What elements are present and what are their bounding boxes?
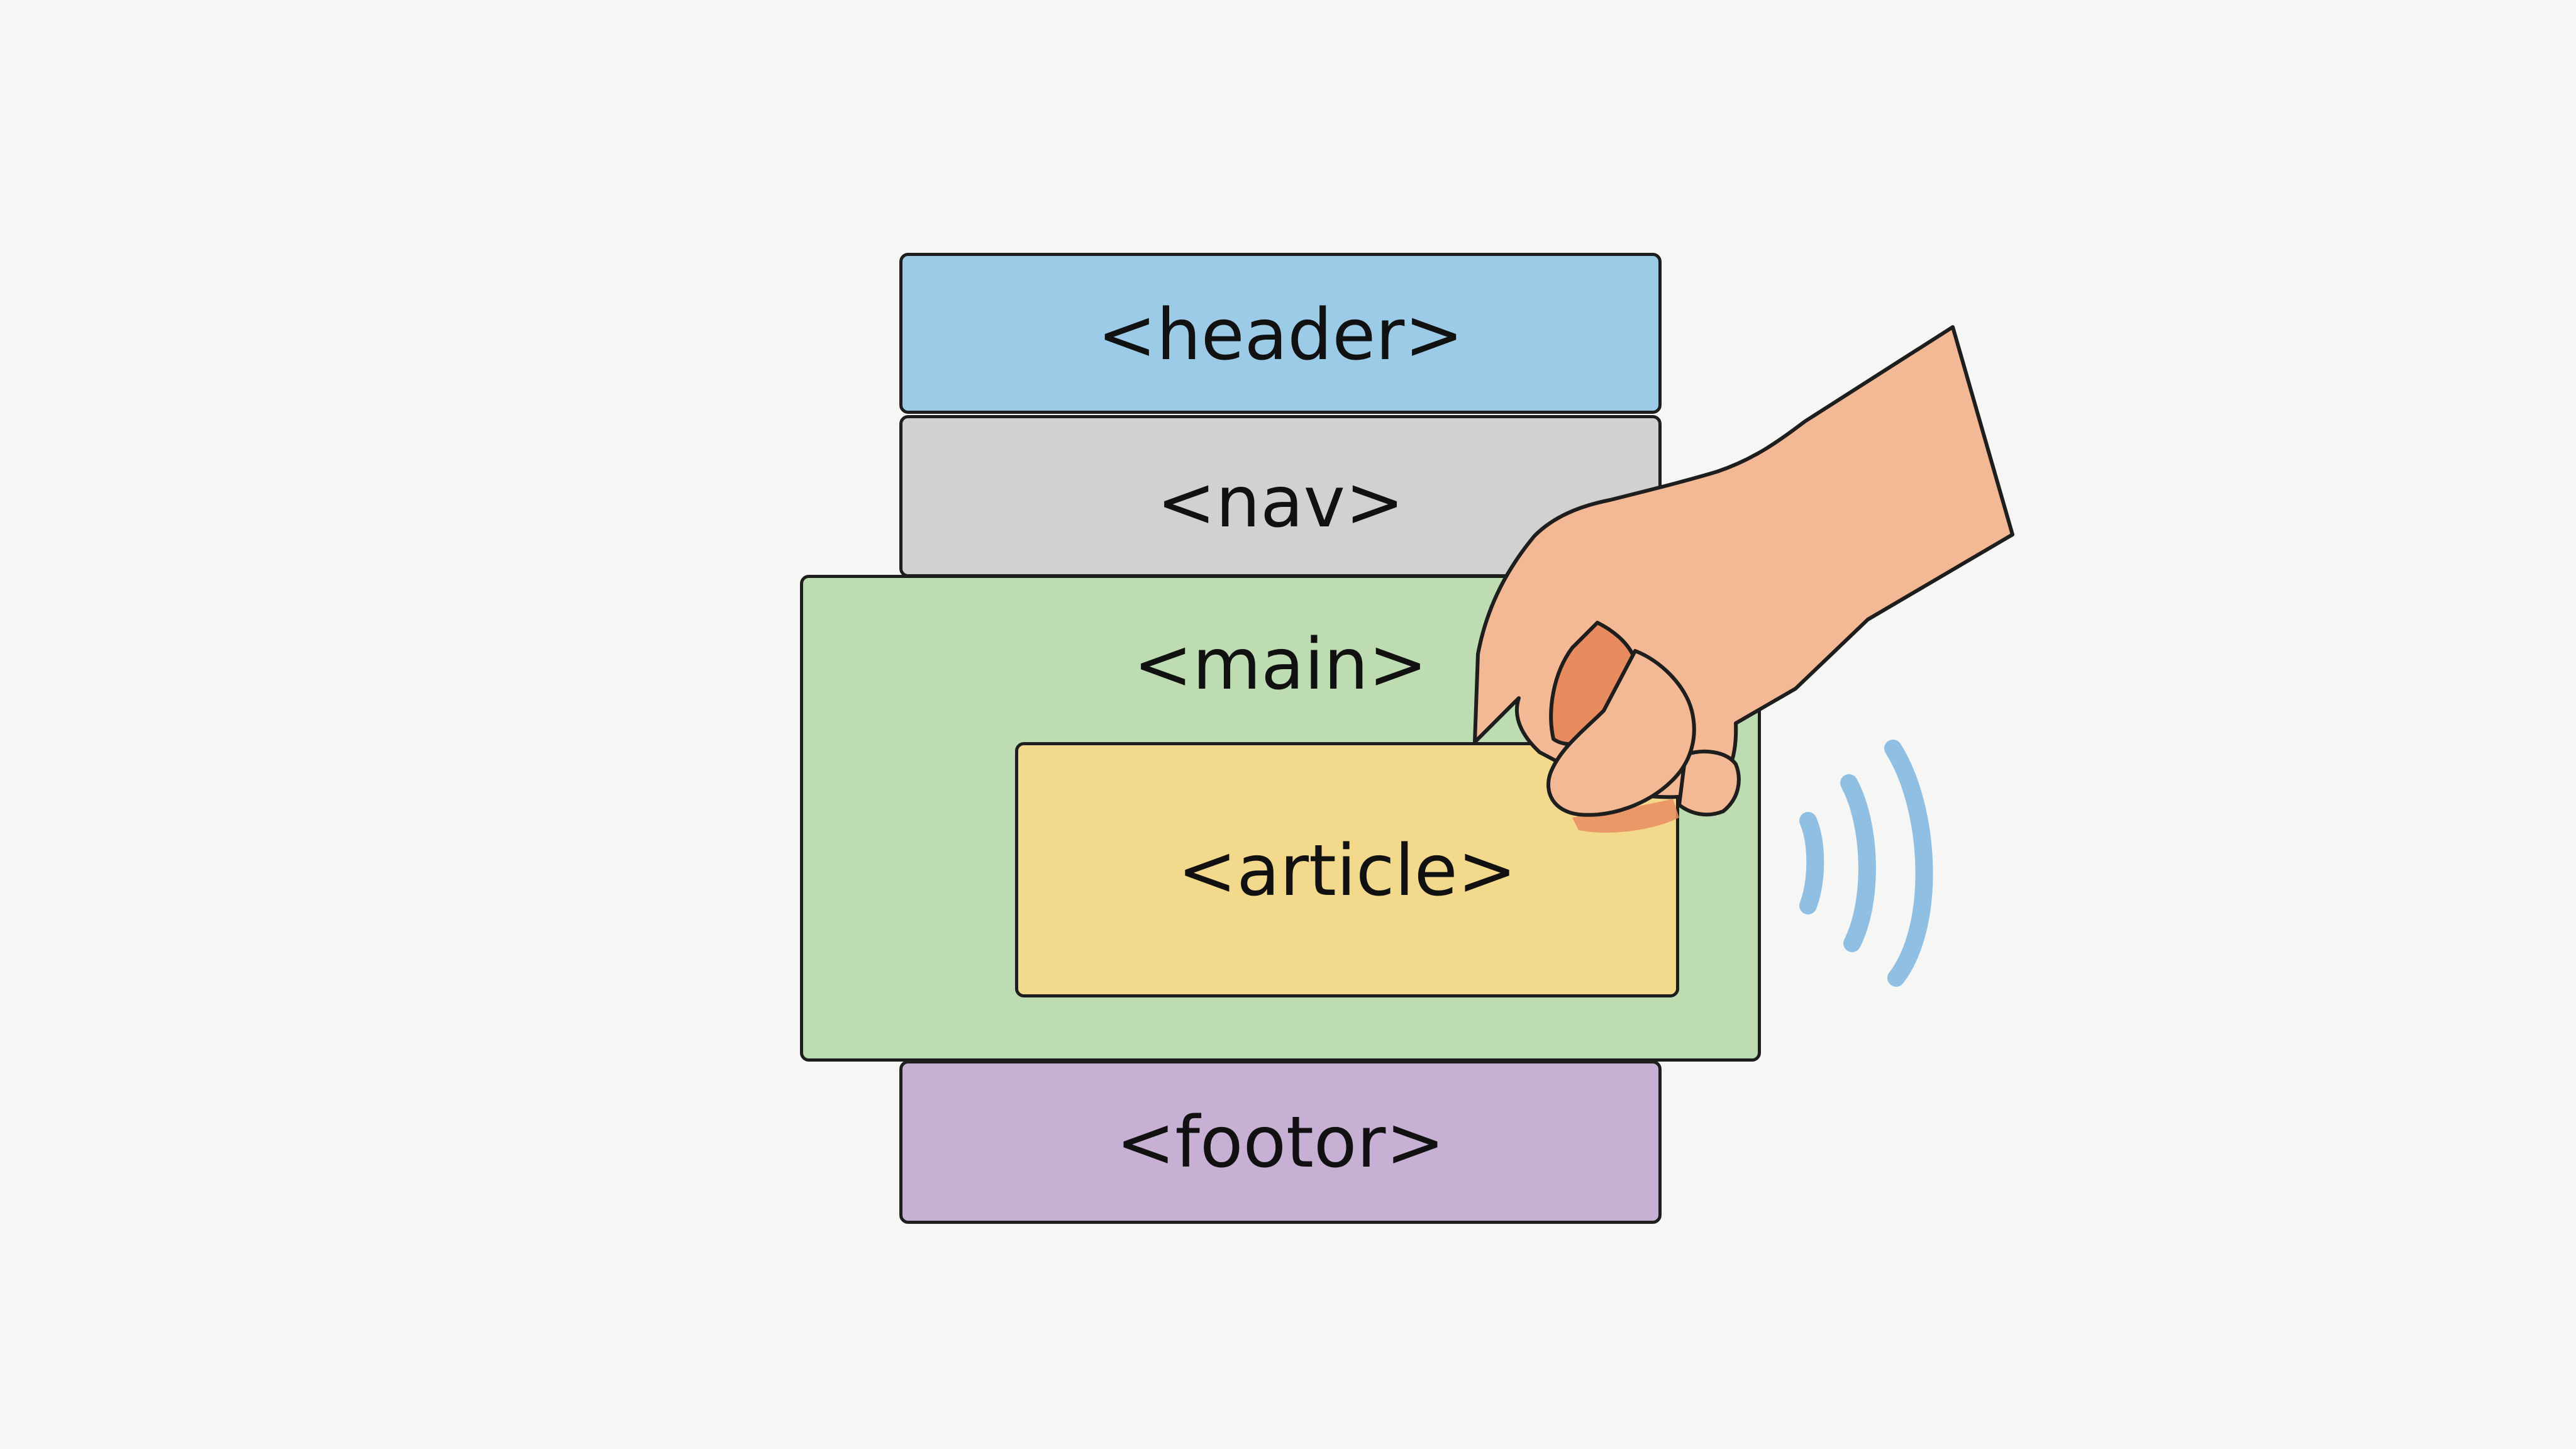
article-block: <article> bbox=[1015, 742, 1679, 997]
signal-wave-large bbox=[1884, 740, 1933, 987]
signal-wave-small bbox=[1799, 812, 1824, 914]
nav-label: <nav> bbox=[1157, 462, 1404, 543]
main-label: <main> bbox=[1133, 624, 1428, 706]
header-block: <header> bbox=[899, 253, 1662, 414]
signal-waves-icon bbox=[1799, 740, 1933, 987]
footer-block: <footor> bbox=[899, 1060, 1662, 1224]
signal-wave-medium bbox=[1840, 774, 1876, 952]
nav-block: <nav> bbox=[899, 415, 1662, 577]
footer-label: <footor> bbox=[1116, 1102, 1445, 1184]
header-label: <header> bbox=[1097, 294, 1464, 376]
article-label: <article> bbox=[1177, 830, 1517, 912]
